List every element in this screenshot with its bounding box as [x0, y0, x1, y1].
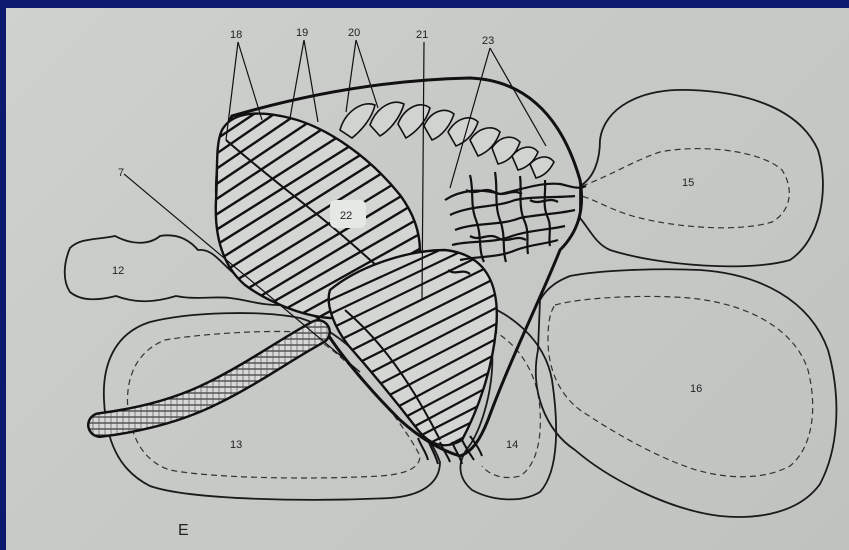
label-15: 15 [682, 177, 694, 189]
label-12: 12 [112, 265, 124, 277]
label-20: 20 [348, 27, 360, 39]
label-22: 22 [340, 210, 352, 222]
label-18: 18 [230, 29, 242, 41]
lobe-16-outline [536, 269, 837, 517]
branching-network-23 [445, 172, 586, 274]
coiled-tube-fill [100, 332, 318, 425]
label-7: 7 [118, 167, 124, 179]
label-13: 13 [230, 439, 242, 451]
label-23: 23 [482, 35, 494, 47]
label-19: 19 [296, 27, 308, 39]
label-14: 14 [506, 439, 518, 451]
panel-letter: E [178, 522, 189, 539]
lobe-16-dashed [548, 296, 813, 476]
label-21: 21 [416, 29, 428, 41]
label-16: 16 [690, 383, 702, 395]
